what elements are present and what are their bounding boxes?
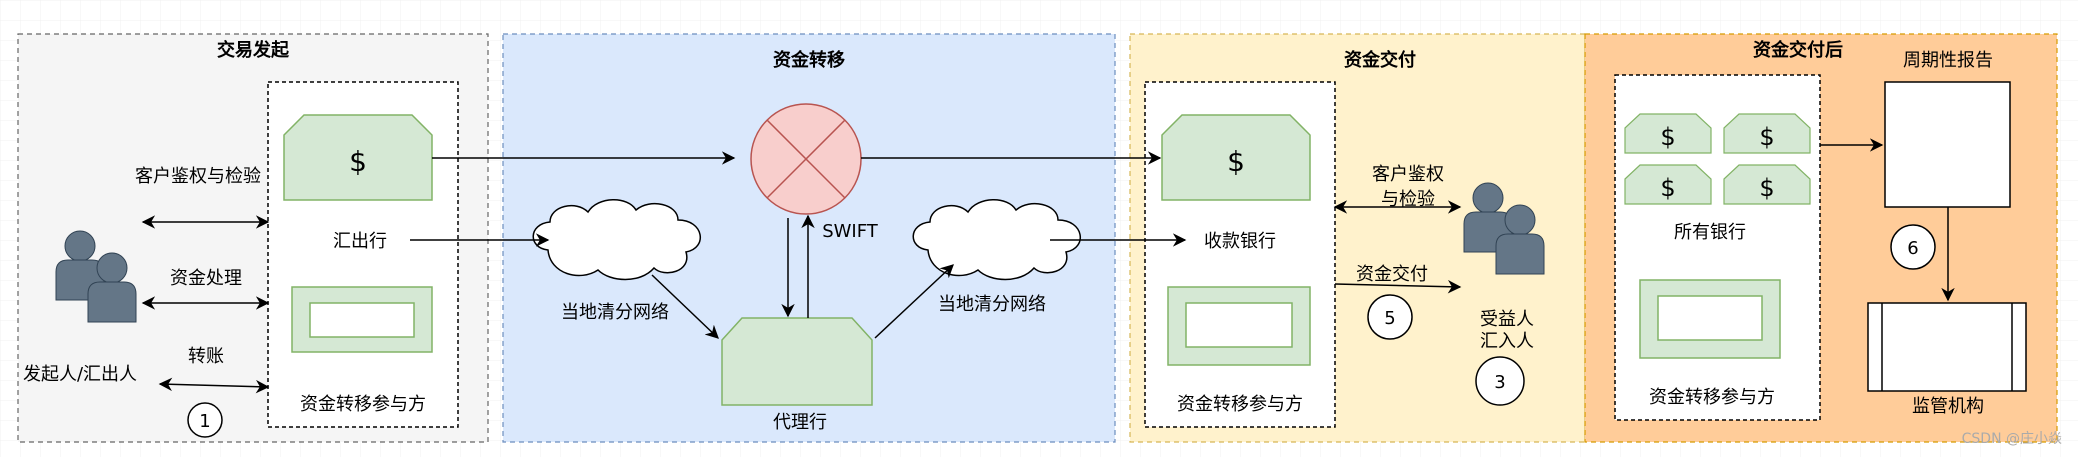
auth-left-label: 客户鉴权与检验 [135,166,261,187]
section-title-post: 资金交付后 [1753,39,1843,61]
svg-text:$: $ [1660,123,1675,151]
beneficiary-label-1: 受益人 [1480,309,1534,330]
swift-label: SWIFT [822,221,879,242]
delivery-op-label: 资金交付 [1356,264,1428,285]
clearing-right-label: 当地清分网络 [938,294,1046,315]
account-card-icon [291,286,433,353]
money-bill-icon [721,317,873,406]
step-1-circle [187,402,223,438]
regulator-label: 监管机构 [1912,396,1984,417]
correspondent-label: 代理行 [773,412,827,433]
delivery-op-arrow [1334,279,1462,294]
svg-text:$: $ [1759,123,1774,151]
regulator-icon [1867,302,2027,392]
account-card-icon [1167,286,1311,366]
swift-hub-icon [750,103,862,215]
money-bill-icon: $ [1624,164,1712,205]
all-banks-label: 所有银行 [1674,222,1746,243]
processing-label: 资金处理 [170,268,242,289]
svg-text:$: $ [1759,174,1774,202]
step-3-circle [1475,356,1525,406]
auth-right-label-1: 客户鉴权 [1372,164,1444,185]
svg-text:$: $ [1227,145,1245,178]
money-bill-icon: $ [1723,164,1811,205]
section-title-transfer: 资金转移 [773,49,845,71]
clearing-left-label: 当地清分网络 [561,302,669,323]
money-bill-icon: $ [1161,114,1311,201]
step-6-circle [1890,224,1936,270]
step-5-number: 5 [1384,308,1395,329]
step-6-number: 6 [1907,238,1918,259]
originator-label: 发起人/汇出人 [23,364,137,385]
step-1-number: 1 [199,411,210,432]
money-bill-icon: $ [1723,113,1811,154]
watermark: CSDN @庄小焱 [1962,430,2062,447]
participant-right-label: 资金转移参与方 [1649,387,1775,408]
money-bill-icon: $ [283,114,433,201]
periodic-report-label: 周期性报告 [1903,50,1993,71]
participant-mid-label: 资金转移参与方 [1177,394,1303,415]
transfer-op-label: 转账 [188,346,224,367]
transfer-op-arrow [158,377,270,394]
step-5-circle [1367,294,1413,340]
beneficiary-label-2: 汇入人 [1480,331,1534,352]
participant-left-label: 资金转移参与方 [300,394,426,415]
money-bill-icon: $ [1624,113,1712,154]
section-title-initiation: 交易发起 [217,39,290,61]
cloud-to-correspondent-arrow [651,274,719,339]
step-3-number: 3 [1494,372,1505,393]
remitting-bank-label: 汇出行 [333,231,387,252]
cloud-icon [532,198,702,281]
svg-text:$: $ [1660,174,1675,202]
account-card-icon [1639,279,1781,359]
section-title-delivery: 资金交付 [1344,49,1416,71]
correspondent-to-cloud-arrow [874,264,954,339]
report-icon [1884,81,2011,208]
receiving-bank-label: 收款银行 [1204,231,1276,252]
svg-text:$: $ [349,145,367,178]
